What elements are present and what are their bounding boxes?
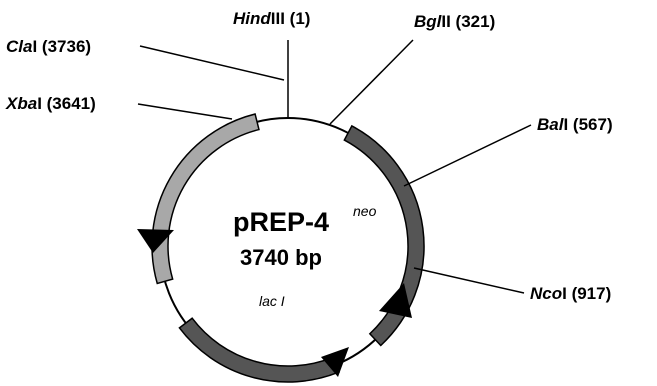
cla-site-label: ClaI (3736) xyxy=(6,37,91,56)
xba-leader-line xyxy=(137,103,233,120)
lac-i-direction-arrow xyxy=(321,347,349,377)
light-region-direction-arrow xyxy=(137,229,174,253)
xba-site-label: XbaI (3641) xyxy=(5,94,96,113)
cla-leader-line xyxy=(139,45,285,81)
nco-leader-line xyxy=(413,267,525,294)
nco-site-label: NcoI (917) xyxy=(530,284,611,303)
hind-site-label: HindIII (1) xyxy=(233,9,310,28)
neo-arc xyxy=(343,124,425,347)
xba-cla-region-arc xyxy=(151,113,260,285)
bgl-leader-line xyxy=(329,39,414,125)
bal-site-label: BalI (567) xyxy=(537,115,613,134)
lac-i-gene-label: lac I xyxy=(259,293,285,309)
plasmid-name: pREP-4 xyxy=(233,207,329,237)
bal-leader-line xyxy=(403,124,532,187)
neo-gene-label: neo xyxy=(353,203,377,219)
bgl-site-label: BglII (321) xyxy=(414,12,495,31)
lac-i-arc xyxy=(178,317,340,383)
neo-direction-arrow xyxy=(379,283,412,318)
plasmid-size: 3740 bp xyxy=(240,245,322,270)
